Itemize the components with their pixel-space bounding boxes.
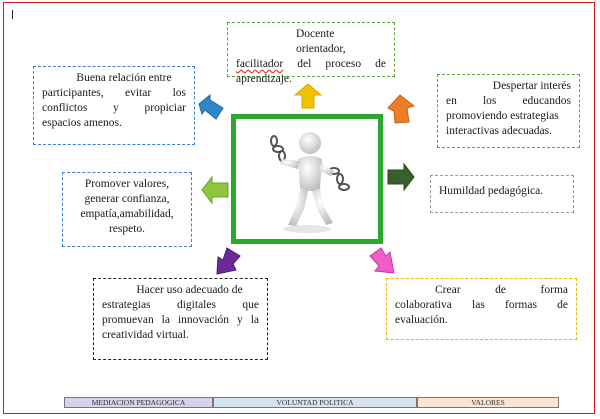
arrow-up-icon xyxy=(293,83,323,109)
box-digitales-line-2: estrategias digitales que xyxy=(102,298,259,311)
box-humildad-pedagogica: Humildad pedagógica. xyxy=(430,175,574,213)
box-relacion-line-3: conflictos y propiciar xyxy=(42,101,186,114)
footer-valores: VALORES xyxy=(417,397,559,408)
box-valores-line-4: respeto. xyxy=(108,222,146,235)
arrow-right-icon xyxy=(387,162,415,192)
arrow-up-right-icon xyxy=(387,94,416,124)
figure-breaking-chains-icon xyxy=(270,132,350,233)
box-relacion-line-4: espacios amenos. xyxy=(42,116,122,129)
box-docente-line-3: aprendizaje. xyxy=(236,72,292,85)
text-cursor-mark xyxy=(12,10,13,19)
box-digitales-line-3: promuevan la innovación y la xyxy=(102,313,259,326)
arrow-up-left-icon xyxy=(198,93,224,120)
box-buena-relacion: Buena relación entre participantes, evit… xyxy=(33,66,195,145)
box-valores-line-1: Promover valores, xyxy=(84,178,170,190)
box-estrategias-digitales: Hacer uso adecuado de estrategias digita… xyxy=(93,278,268,360)
box-despertar-line-2: en los educandos xyxy=(446,94,571,107)
footer-voluntad-politica: VOLUNTAD POLITICA xyxy=(213,397,417,408)
box-crear-line-2: colaborativa las formas de xyxy=(395,298,568,311)
box-crear-evaluacion: Crear de forma colaborativa las formas d… xyxy=(386,278,577,340)
box-despertar-line-1: Despertar interés xyxy=(492,80,571,92)
box-relacion-line-1: Buena relación entre xyxy=(76,72,172,84)
spellcheck-word: facilitador xyxy=(236,57,284,70)
arrow-down-left-icon xyxy=(216,247,241,275)
arrow-left-icon xyxy=(201,175,229,205)
footer-categories: MEDIACION PEDAGOGICA VOLUNTAD POLITICA V… xyxy=(64,397,559,408)
box-valores-line-3: empatía,amabilidad, xyxy=(80,207,174,220)
box-docente-line-2: facilitador del proceso de xyxy=(236,57,386,72)
box-relacion-line-2: participantes, evitar los xyxy=(42,86,186,99)
box-docente-line-2-rest: del proceso de xyxy=(297,57,387,70)
box-crear-line-3: evaluación. xyxy=(395,313,448,326)
center-image-frame xyxy=(231,114,383,244)
box-digitales-line-1: Hacer uso adecuado de xyxy=(136,284,243,296)
box-promover-valores: Promover valores, generar confianza, emp… xyxy=(62,172,192,247)
box-despertar-interes: Despertar interés en los educandos promo… xyxy=(437,74,580,148)
box-despertar-line-4: interactivas adecuadas. xyxy=(446,124,552,137)
box-digitales-line-4: creatividad virtual. xyxy=(102,328,189,341)
box-despertar-line-3: promoviendo estrategias xyxy=(446,109,559,122)
footer-mediacion-pedagogica: MEDIACION PEDAGOGICA xyxy=(64,397,213,408)
box-humildad-text: Humildad pedagógica. xyxy=(439,185,544,197)
box-docente-orientador: Docente orientador, facilitador del proc… xyxy=(227,22,395,85)
box-valores-line-2: generar confianza, xyxy=(84,192,170,205)
box-crear-line-1: Crear de forma xyxy=(435,284,568,296)
page-frame xyxy=(3,2,595,414)
arrow-down-right-icon xyxy=(369,247,395,274)
box-docente-line-1: Docente orientador, xyxy=(296,28,346,55)
